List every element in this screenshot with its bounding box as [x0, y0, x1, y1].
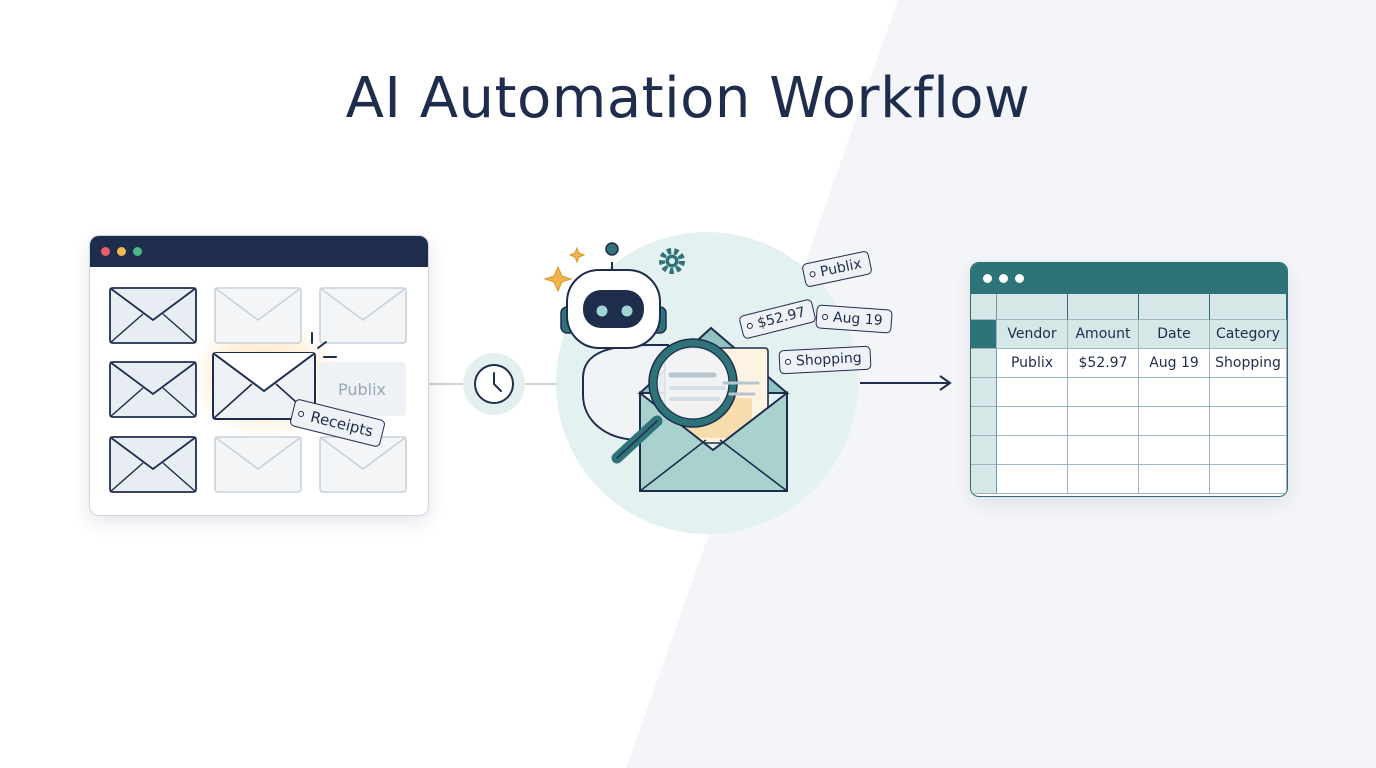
table-cell[interactable]: [1068, 407, 1139, 436]
window-dot: [983, 274, 992, 283]
row-header-cell[interactable]: [971, 465, 997, 494]
table-header-cell[interactable]: Category: [1210, 320, 1287, 349]
table-cell[interactable]: [1210, 436, 1287, 465]
table-cell[interactable]: Shopping: [1210, 349, 1287, 378]
column-header-cell[interactable]: [1139, 294, 1210, 320]
magnifier-icon: [611, 338, 760, 464]
table-cell[interactable]: [1139, 465, 1210, 494]
inbox-title-bar: [90, 236, 428, 267]
table-cell[interactable]: [1068, 436, 1139, 465]
table-cell[interactable]: [997, 378, 1068, 407]
inbox-preview-label: Publix: [318, 362, 406, 416]
window-dot: [1015, 274, 1024, 283]
table-cell[interactable]: $52.97: [1068, 349, 1139, 378]
row-header-cell[interactable]: [971, 294, 997, 320]
table-cell[interactable]: Publix: [997, 349, 1068, 378]
window-dot: [999, 274, 1008, 283]
extracted-tag-label: Shopping: [795, 350, 863, 370]
page-title: AI Automation Workflow: [345, 66, 1031, 131]
table-cell[interactable]: [997, 465, 1068, 494]
table-header-cell[interactable]: Vendor: [997, 320, 1068, 349]
spreadsheet-title-bar: [971, 263, 1287, 294]
extracted-tag-label: Aug 19: [832, 309, 884, 329]
extracted-tag-label: Publix: [818, 255, 864, 281]
table-cell[interactable]: [997, 407, 1068, 436]
window-close-dot: [101, 247, 110, 256]
table-cell[interactable]: [1139, 378, 1210, 407]
column-header-cell[interactable]: [1210, 294, 1287, 320]
robot-icon: [560, 242, 669, 441]
table-header-cell[interactable]: Amount: [1068, 320, 1139, 349]
table-cell[interactable]: [1210, 465, 1287, 494]
extracted-tag-category: Shopping: [778, 345, 872, 375]
table-cell[interactable]: [997, 436, 1068, 465]
table-cell[interactable]: [1139, 407, 1210, 436]
sparkle-icon: [543, 246, 586, 293]
table-cell[interactable]: Aug 19: [1139, 349, 1210, 378]
table-cell[interactable]: [1210, 407, 1287, 436]
row-header-cell[interactable]: [971, 378, 997, 407]
row-header-cell[interactable]: [971, 436, 997, 465]
table-cell[interactable]: [1068, 378, 1139, 407]
window-maximize-dot: [133, 247, 142, 256]
table-cell[interactable]: [1139, 436, 1210, 465]
column-header-cell[interactable]: [997, 294, 1068, 320]
clock-icon: [463, 353, 525, 415]
row-header-cell[interactable]: [971, 320, 997, 349]
table-cell[interactable]: [1068, 465, 1139, 494]
table-header-cell[interactable]: Date: [1139, 320, 1210, 349]
gear-icon: [659, 248, 685, 274]
row-header-cell[interactable]: [971, 407, 997, 436]
window-minimize-dot: [117, 247, 126, 256]
column-header-cell[interactable]: [1068, 294, 1139, 320]
table-cell[interactable]: [1210, 378, 1287, 407]
row-header-cell[interactable]: [971, 349, 997, 378]
